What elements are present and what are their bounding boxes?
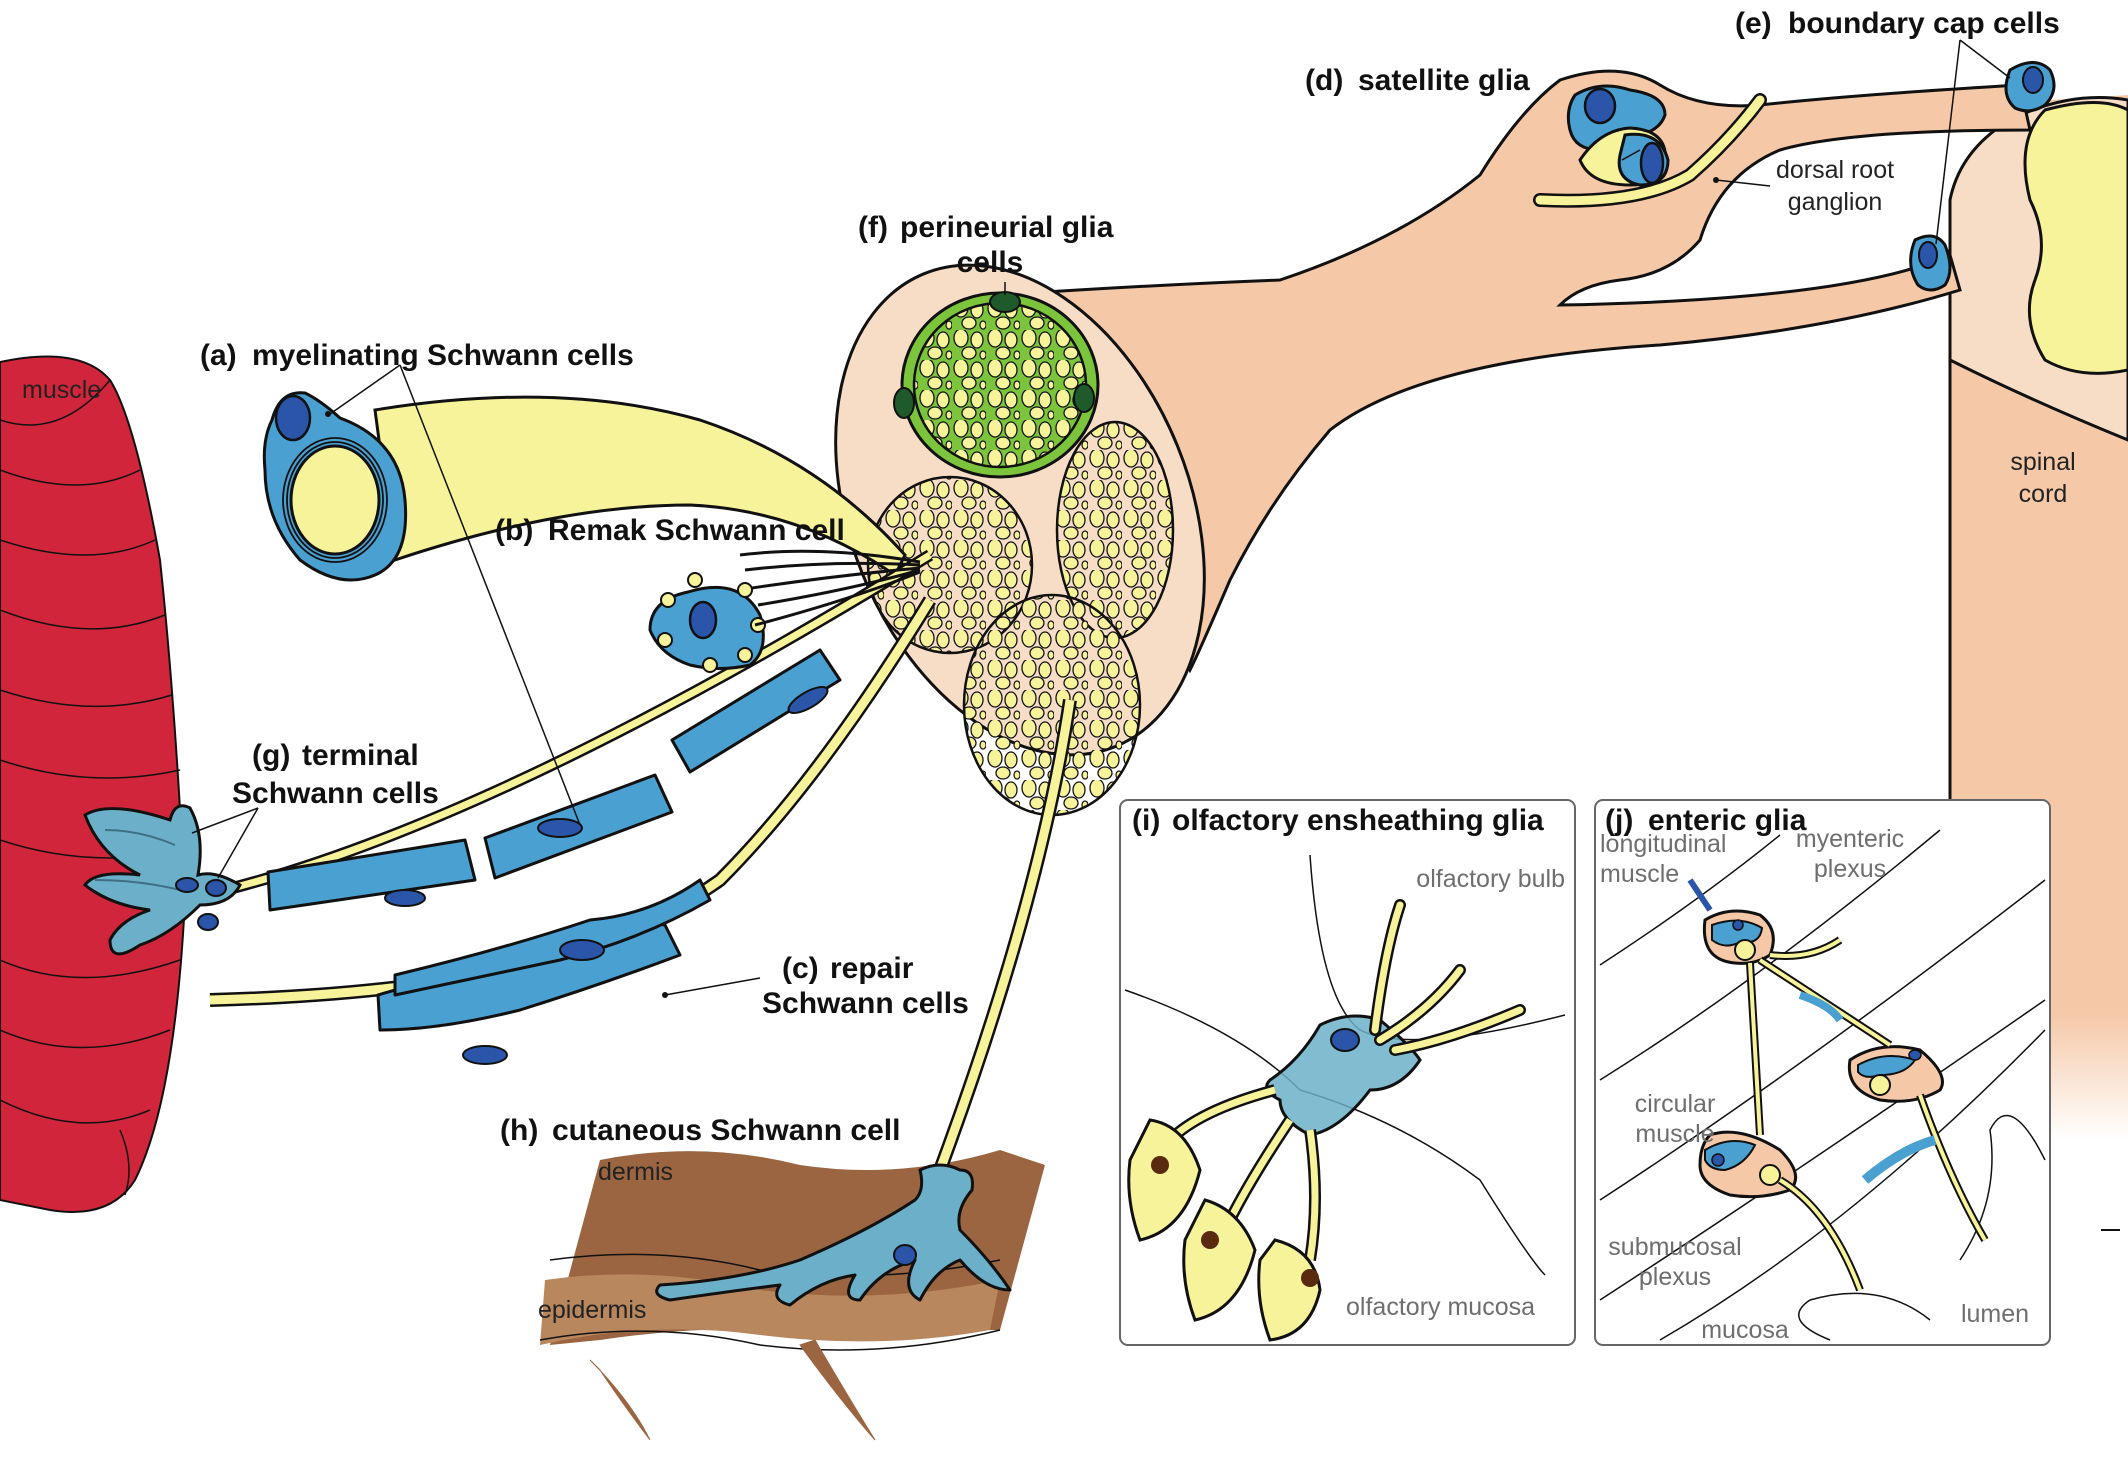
repair-schwann-cells [209, 596, 936, 1065]
repair-leader-line [664, 977, 761, 996]
olfactory-mucosa-label: olfactory mucosa [1346, 1293, 1535, 1321]
peripheral-nerve-trunk: dorsal root ganglion [997, 69, 2032, 674]
spinal-cord-label-2: cord [2019, 480, 2068, 508]
enteric-ganglion-3 [1698, 1130, 1798, 1199]
muscle: muscle [0, 355, 187, 1213]
inset-enteric-glia: (j) enteric glia longitudinal muscle mye… [1594, 799, 2051, 1346]
submucosal-plexus-label-2: plexus [1639, 1263, 1711, 1291]
inset-i-title: olfactory ensheathing glia [1172, 804, 1544, 837]
terminal-schwann-cells [82, 804, 259, 956]
inset-j-title: enteric glia [1648, 804, 1807, 837]
myelinated-fiber-chain [223, 364, 934, 912]
label-f-line1: perineurial glia [900, 211, 1114, 244]
nerve-cross-section [834, 263, 1206, 817]
boundary-cap-leader-1 [1959, 39, 2011, 79]
label-h-text: cutaneous Schwann cell [552, 1114, 900, 1147]
boundary-cap-cells [1909, 39, 2056, 292]
inset-j-letter: (j) [1605, 804, 1633, 837]
label-b-letter: (b) [495, 514, 533, 547]
label-a-letter: (a) [200, 339, 237, 372]
label-h-letter: (h) [500, 1114, 538, 1147]
label-e-text: boundary cap cells [1788, 7, 2060, 40]
label-f-line2: cells [957, 246, 1024, 279]
satellite-nucleus [1583, 87, 1617, 125]
myelinating-leader-2 [399, 364, 581, 826]
spinal-cord-gray-matter [2023, 101, 2128, 375]
label-c-line1: repair [830, 952, 914, 985]
myelinated-axon [262, 391, 907, 582]
terminal-leader-2 [217, 807, 259, 879]
myelinating-nucleus [274, 394, 312, 442]
drg-label-1: dorsal root [1776, 156, 1894, 184]
olfactory-ensheathing-cell [1265, 1014, 1422, 1137]
fascicle-left [866, 475, 1034, 655]
label-g: (g) terminal Schwann cells [232, 739, 439, 810]
label-d: (d) satellite glia [1305, 64, 1530, 97]
inset-i-letter: (i) [1132, 804, 1160, 837]
label-a-text: myelinating Schwann cells [252, 339, 634, 372]
satellite-glia-cell [1566, 84, 1670, 187]
myelinating-leader-1 [329, 364, 401, 415]
longitudinal-muscle-label-2: muscle [1600, 860, 1679, 888]
submucosal-plexus-label-1: submucosal [1608, 1233, 1741, 1261]
myenteric-plexus-label-2: plexus [1814, 855, 1886, 883]
label-c-letter: (c) [782, 952, 819, 985]
label-d-letter: (d) [1305, 64, 1343, 97]
satellite-leader-line [1621, 149, 1641, 161]
epidermis-label: epidermis [538, 1296, 646, 1324]
label-a: (a) myelinating Schwann cells [200, 339, 634, 372]
terminal-leader-1 [191, 807, 259, 834]
label-g-line1: terminal [302, 739, 419, 772]
label-b: (b) Remak Schwann cell [495, 514, 845, 547]
boundary-cap-leader-2 [1935, 39, 1961, 245]
inset-olfactory-ensheathing-glia: (i) olfactory ensheathing glia olfactory… [1119, 799, 1576, 1346]
drg-label-2: ganglion [1788, 188, 1883, 216]
remak-nucleus [688, 600, 718, 640]
mucosa-label: mucosa [1701, 1316, 1789, 1344]
label-d-text: satellite glia [1358, 64, 1530, 97]
label-e-letter: (e) [1735, 7, 1772, 40]
cutaneous-nucleus [893, 1244, 917, 1266]
label-h: (h) cutaneous Schwann cell [500, 1114, 900, 1147]
lumen-label: lumen [1961, 1300, 2029, 1328]
myenteric-plexus-label-1: myenteric [1796, 825, 1904, 853]
label-b-text: Remak Schwann cell [548, 514, 845, 547]
label-f: (f) perineurial glia cells [858, 211, 1114, 279]
enteric-ganglion-1 [1702, 909, 1775, 965]
muscle-label: muscle [22, 376, 101, 404]
label-c-line2: Schwann cells [762, 987, 969, 1020]
label-e: (e) boundary cap cells [1735, 7, 2060, 40]
label-f-letter: (f) [858, 211, 888, 244]
label-g-line2: Schwann cells [232, 777, 439, 810]
label-g-letter: (g) [252, 739, 290, 772]
circular-muscle-label-1: circular [1635, 1090, 1716, 1118]
perineurial-fascicle [893, 291, 1100, 479]
drg-leader-line [1715, 179, 1771, 187]
longitudinal-muscle-label-1: longitudinal [1600, 830, 1727, 858]
cutaneous-schwann-cell [655, 698, 1077, 1307]
olfactory-bulb-label: olfactory bulb [1416, 865, 1565, 893]
label-c: (c) repair Schwann cells [762, 952, 969, 1020]
enteric-ganglion-2 [1847, 1045, 1944, 1103]
remak-schwann-cell [648, 549, 921, 673]
circular-muscle-label-2: muscle [1635, 1120, 1714, 1148]
dermis-label: dermis [598, 1158, 673, 1186]
spinal-cord-label-1: spinal [2010, 448, 2075, 476]
